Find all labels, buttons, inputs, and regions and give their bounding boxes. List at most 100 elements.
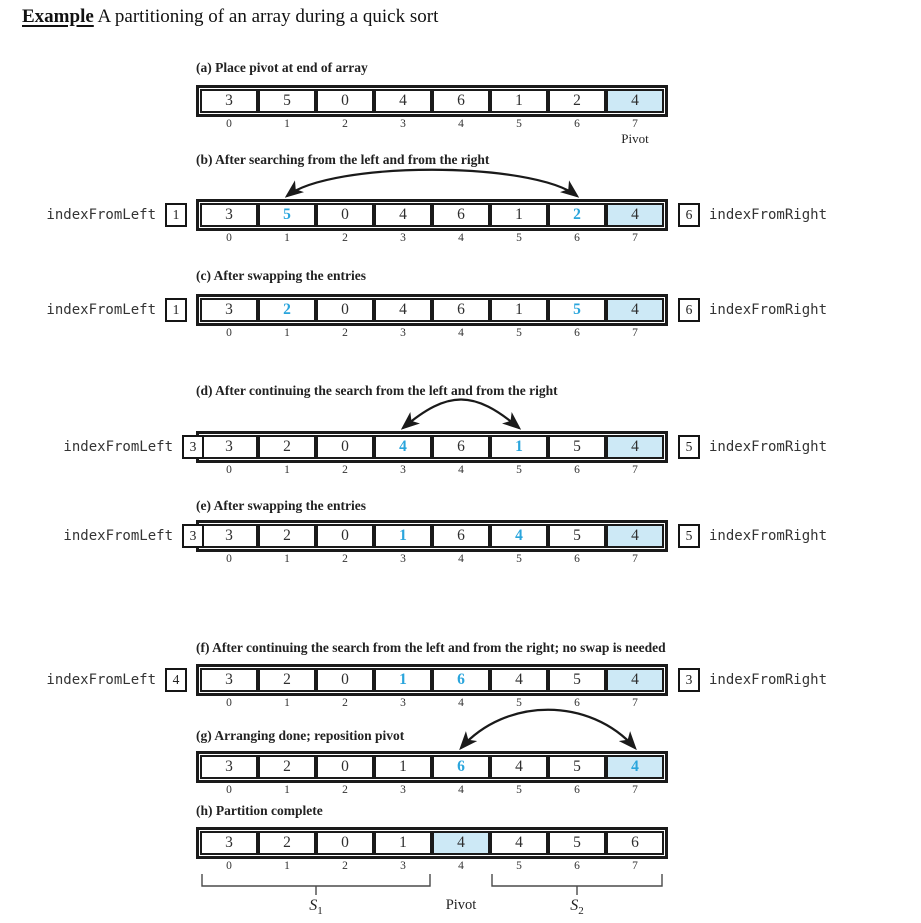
section-caption-c: (c) After swapping the entries bbox=[196, 268, 366, 283]
partition-label: S1 bbox=[276, 897, 356, 917]
index-label: 6 bbox=[574, 232, 580, 244]
index-from-right-value-box: 6 bbox=[678, 203, 700, 227]
array-cell: 4 bbox=[606, 435, 664, 459]
index-label: 0 bbox=[226, 118, 232, 130]
title-text: A partitioning of an array during a quic… bbox=[93, 6, 439, 27]
array-cell: 4 bbox=[606, 203, 664, 227]
index-label: 2 bbox=[342, 327, 348, 339]
array-cell: 2 bbox=[258, 755, 316, 779]
pivot-label: Pivot bbox=[621, 131, 649, 146]
partition-subscript: 1 bbox=[317, 904, 323, 917]
index-label: 4 bbox=[458, 784, 464, 796]
index-from-right-label: indexFromRight bbox=[709, 207, 828, 223]
index-label: 6 bbox=[574, 697, 580, 709]
array-cell: 5 bbox=[548, 298, 606, 322]
index-label: 0 bbox=[226, 784, 232, 796]
array-cell: 5 bbox=[548, 831, 606, 855]
index-label: 1 bbox=[284, 232, 290, 244]
index-label: 4 bbox=[458, 118, 464, 130]
array-cell: 1 bbox=[374, 524, 432, 548]
index-label: 0 bbox=[226, 697, 232, 709]
array-cell: 6 bbox=[432, 755, 490, 779]
index-label: 5 bbox=[516, 464, 522, 476]
array-cell: 4 bbox=[606, 755, 664, 779]
partition-label: S2 bbox=[537, 897, 617, 917]
index-label: 6 bbox=[574, 860, 580, 872]
array-cell: 1 bbox=[490, 89, 548, 113]
index-label: 2 bbox=[342, 232, 348, 244]
array-cell: 4 bbox=[374, 89, 432, 113]
index-label: 7 bbox=[632, 464, 638, 476]
index-label: 3 bbox=[400, 860, 406, 872]
index-from-left-value-box: 1 bbox=[165, 203, 187, 227]
index-label: 4 bbox=[458, 697, 464, 709]
index-label: 3 bbox=[400, 697, 406, 709]
array-cell: 5 bbox=[258, 89, 316, 113]
index-label: 1 bbox=[284, 860, 290, 872]
index-label: 7 bbox=[632, 553, 638, 565]
swap-arrow-g bbox=[459, 708, 637, 751]
array-cell: 4 bbox=[606, 298, 664, 322]
swap-arrow-b bbox=[284, 168, 580, 198]
partition-name: S bbox=[309, 897, 318, 914]
index-label: 0 bbox=[226, 327, 232, 339]
index-label: 2 bbox=[342, 784, 348, 796]
index-from-right-group-d: 5 indexFromRight bbox=[678, 434, 827, 460]
array-cell: 4 bbox=[490, 831, 548, 855]
array-cell: 0 bbox=[316, 298, 374, 322]
index-label: 2 bbox=[342, 697, 348, 709]
partition-bracket bbox=[491, 874, 663, 895]
array-cell: 2 bbox=[258, 435, 316, 459]
index-label: 5 bbox=[516, 327, 522, 339]
partition-bracket bbox=[201, 874, 431, 895]
index-label: 2 bbox=[342, 553, 348, 565]
index-from-left-label: indexFromLeft bbox=[46, 302, 156, 318]
index-from-right-value-box: 5 bbox=[678, 524, 700, 548]
array-cell: 5 bbox=[548, 755, 606, 779]
index-label: 4 bbox=[458, 464, 464, 476]
array-cell: 6 bbox=[432, 435, 490, 459]
section-caption-f: (f) After continuing the search from the… bbox=[196, 640, 666, 655]
partition-subscript: 2 bbox=[578, 904, 584, 917]
index-label: 1 bbox=[284, 784, 290, 796]
section-caption-e: (e) After swapping the entries bbox=[196, 498, 366, 513]
index-label: 3 bbox=[400, 464, 406, 476]
index-from-right-value-box: 5 bbox=[678, 435, 700, 459]
array-cell: 0 bbox=[316, 831, 374, 855]
index-from-right-label: indexFromRight bbox=[709, 439, 828, 455]
index-from-left-label: indexFromLeft bbox=[63, 528, 173, 544]
index-label: 1 bbox=[284, 697, 290, 709]
index-label: 5 bbox=[516, 553, 522, 565]
index-label: 7 bbox=[632, 860, 638, 872]
array-cell: 6 bbox=[432, 89, 490, 113]
index-label: 2 bbox=[342, 860, 348, 872]
index-label: 6 bbox=[574, 464, 580, 476]
section-caption-b: (b) After searching from the left and fr… bbox=[196, 152, 490, 167]
index-label: 6 bbox=[574, 118, 580, 130]
index-label: 5 bbox=[516, 697, 522, 709]
index-label: 2 bbox=[342, 464, 348, 476]
index-from-right-value-box: 6 bbox=[678, 298, 700, 322]
array-cell: 2 bbox=[258, 831, 316, 855]
index-from-left-value-box: 4 bbox=[165, 668, 187, 692]
array-cell: 1 bbox=[490, 435, 548, 459]
index-label: 6 bbox=[574, 784, 580, 796]
array-cell: 6 bbox=[432, 524, 490, 548]
array-cell: 3 bbox=[200, 755, 258, 779]
array-cell: 2 bbox=[548, 203, 606, 227]
array-cell: 5 bbox=[548, 435, 606, 459]
array-cell: 0 bbox=[316, 524, 374, 548]
array-cell: 3 bbox=[200, 203, 258, 227]
array-cell: 6 bbox=[432, 203, 490, 227]
